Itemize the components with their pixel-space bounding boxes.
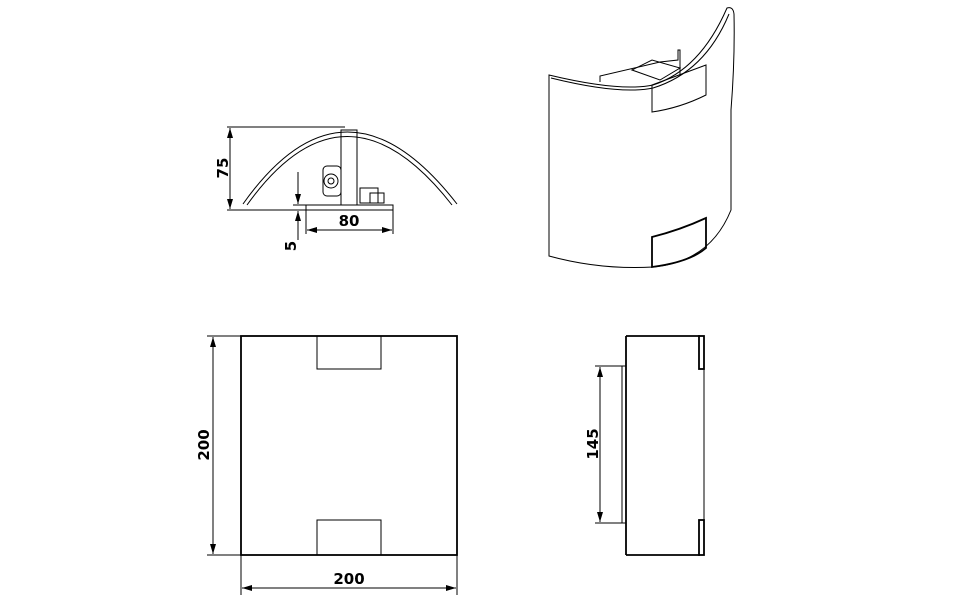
top-tab [698,335,705,370]
shell-inner-arc [246,136,453,206]
side-view: 145 [584,335,705,556]
cable-gland [323,173,339,189]
isometric-view [548,7,735,269]
bottom-tab [316,519,382,556]
dim-200-width: 200 [333,570,364,588]
top-tab [316,335,382,370]
dim-75: 75 [214,158,232,179]
dim-200-height: 200 [195,429,213,460]
top-view: 75 80 5 [214,126,458,251]
shell-outer-arc [242,131,458,205]
dim-145: 145 [584,428,602,459]
base-plate [305,204,394,211]
post [340,129,358,206]
dim-80: 80 [339,212,360,230]
bottom-tab [698,519,705,556]
top-tab [651,64,707,113]
bottom-tab [651,216,707,269]
bracket [621,365,627,524]
dim-5: 5 [282,241,300,251]
front-view: 200 200 [195,335,458,595]
